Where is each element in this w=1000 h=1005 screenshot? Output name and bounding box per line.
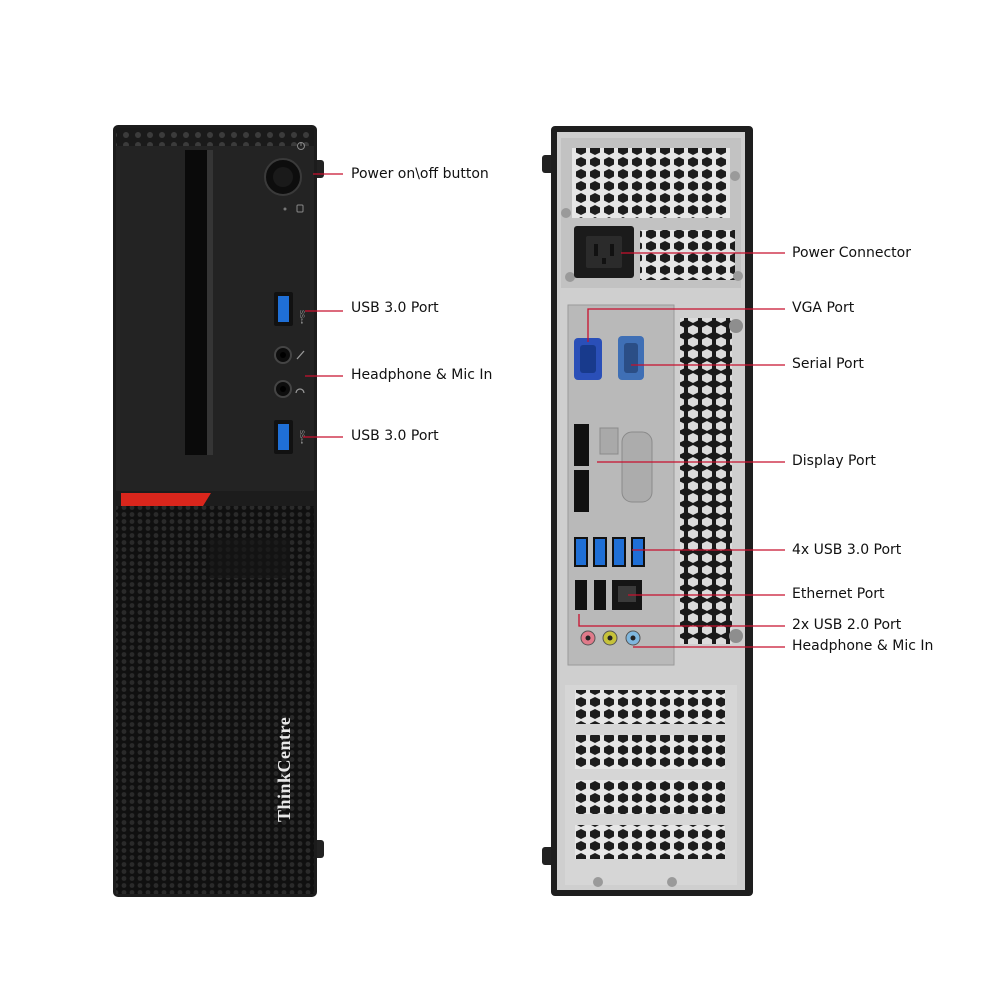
- rear-view: [542, 126, 753, 896]
- display-port-2[interactable]: [574, 470, 589, 512]
- power-led: [283, 207, 287, 211]
- label-rear-audio: Headphone & Mic In: [792, 638, 934, 654]
- label-front-audio: Headphone & Mic In: [351, 367, 493, 383]
- front-view: SS⊶ SS⊶: [113, 125, 324, 897]
- rear-usb2-port[interactable]: [575, 580, 587, 610]
- psu-fan-grille: [572, 148, 730, 218]
- display-port-1[interactable]: [574, 424, 589, 466]
- svg-text:SS⊶: SS⊶: [298, 430, 304, 444]
- label-serial-port: Serial Port: [792, 356, 864, 372]
- leader-lines: [303, 173, 785, 648]
- rear-usb3-port[interactable]: [612, 537, 626, 567]
- label-display-port: Display Port: [792, 453, 876, 469]
- rear-usb3-port[interactable]: [593, 537, 607, 567]
- rear-usb3-port[interactable]: [631, 537, 645, 567]
- expansion-slot-4: [575, 825, 725, 859]
- expansion-slot-3: [575, 780, 725, 814]
- ss-usb-icon: SS⊶: [298, 310, 304, 324]
- label-usb2-ports: 2x USB 2.0 Port: [792, 617, 902, 633]
- expansion-slot-2: [575, 735, 725, 769]
- label-power-button: Power on\off button: [351, 166, 489, 182]
- rear-vent: [680, 318, 732, 644]
- drive-activity-icon: [296, 204, 304, 213]
- mic-icon: [296, 350, 305, 360]
- rear-usb3-port[interactable]: [574, 537, 588, 567]
- label-ethernet-port: Ethernet Port: [792, 586, 885, 602]
- front-top-vents: [116, 128, 314, 146]
- label-vga-port: VGA Port: [792, 300, 855, 316]
- label-usb3-ports: 4x USB 3.0 Port: [792, 542, 902, 558]
- label-front-usb-top: USB 3.0 Port: [351, 300, 439, 316]
- power-icon: [297, 142, 305, 150]
- rear-usb2-port[interactable]: [594, 580, 606, 610]
- brand-logo: ThinkCentre: [274, 716, 294, 822]
- rear-usb3-ports: [574, 537, 645, 567]
- label-front-usb-bottom: USB 3.0 Port: [351, 428, 439, 444]
- headphone-icon: [295, 388, 305, 394]
- label-power-connector: Power Connector: [792, 245, 911, 261]
- red-accent-badge: [121, 493, 211, 506]
- expansion-slot-1: [575, 690, 725, 724]
